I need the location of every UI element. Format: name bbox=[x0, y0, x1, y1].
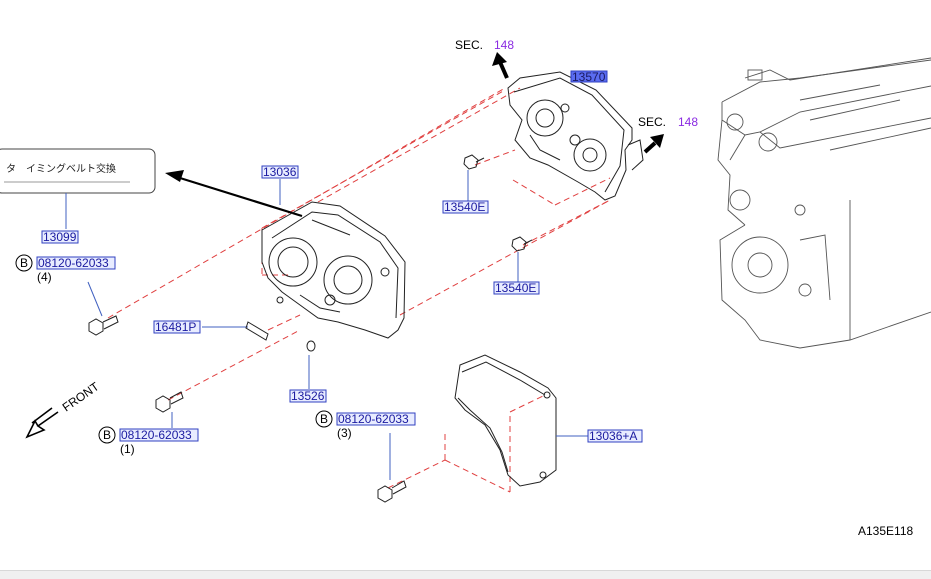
bolt-qty: (1) bbox=[120, 442, 135, 456]
note-box[interactable]: タ イミングベルト交換 bbox=[0, 148, 156, 194]
bolt-marker: B bbox=[320, 412, 328, 426]
pointer-arrow-icon bbox=[165, 170, 303, 218]
pin-16481p-drawing bbox=[245, 321, 269, 341]
note-box-text: タ イミングベルト交換 bbox=[6, 162, 116, 175]
part-label-13036[interactable]: 13036 bbox=[261, 165, 299, 179]
rear-timing-plate-drawing bbox=[507, 71, 644, 201]
arrow-up-icon bbox=[492, 52, 509, 79]
bottom-scrollbar-strip[interactable] bbox=[0, 570, 931, 579]
front-label: FRONT bbox=[60, 379, 102, 415]
bolt-qty: (3) bbox=[337, 426, 352, 440]
bolt-13540e-lower-drawing bbox=[511, 236, 533, 252]
front-timing-cover-drawing bbox=[261, 201, 406, 339]
phantom-lines bbox=[107, 87, 611, 493]
part-label-13540e-upper[interactable]: 13540E bbox=[442, 200, 489, 214]
part-label-13570[interactable]: 13570 bbox=[570, 70, 608, 84]
section-prefix: SEC. bbox=[638, 115, 666, 129]
bolt-b4-drawing bbox=[88, 315, 119, 336]
bolt-label-b3[interactable]: B 08120-62033 (3) bbox=[315, 410, 416, 440]
part-number-text: 13540E bbox=[495, 281, 536, 295]
part-number-text: 08120-62033 bbox=[338, 412, 409, 426]
front-indicator: FRONT bbox=[25, 379, 102, 439]
arrow-right-icon bbox=[643, 134, 664, 154]
section-ref-right[interactable]: SEC. 148 bbox=[638, 115, 698, 129]
bolt-qty: (4) bbox=[37, 270, 52, 284]
section-number: 148 bbox=[494, 38, 514, 52]
engine-block-drawing bbox=[717, 57, 931, 349]
part-number-text: 13036+A bbox=[589, 429, 637, 443]
part-number-text: 08120-62033 bbox=[38, 256, 109, 270]
bolt-b1-drawing bbox=[155, 391, 184, 413]
lower-cover-drawing bbox=[454, 354, 557, 487]
part-number-text: 13099 bbox=[43, 230, 77, 244]
part-label-13099[interactable]: 13099 bbox=[41, 230, 79, 244]
part-label-13540e-lower[interactable]: 13540E bbox=[493, 281, 540, 295]
bolt-b3-drawing bbox=[377, 480, 407, 503]
part-number-text: 13526 bbox=[291, 389, 325, 403]
part-number-text: 13540E bbox=[444, 200, 485, 214]
part-number-text: 08120-62033 bbox=[121, 428, 192, 442]
part-label-13526[interactable]: 13526 bbox=[289, 389, 327, 403]
bolt-13540e-upper-drawing bbox=[463, 154, 485, 170]
leader-bolt-b4 bbox=[87, 281, 103, 317]
arrow-front-icon bbox=[25, 407, 59, 439]
bolt-marker: B bbox=[20, 256, 28, 270]
section-number: 148 bbox=[678, 115, 698, 129]
bolt-marker: B bbox=[103, 428, 111, 442]
bolt-label-b4[interactable]: B 08120-62033 (4) bbox=[15, 254, 116, 284]
part-number-text: 16481P bbox=[155, 320, 196, 334]
part-label-16481p[interactable]: 16481P bbox=[153, 320, 201, 334]
section-ref-top[interactable]: SEC. 148 bbox=[455, 38, 514, 52]
bolt-label-b1[interactable]: B 08120-62033 (1) bbox=[98, 426, 199, 456]
diagram-id: A135E118 bbox=[858, 524, 913, 538]
part-number-text: 13036 bbox=[263, 165, 297, 179]
dowel-13526-drawing bbox=[306, 340, 316, 352]
part-label-13036a[interactable]: 13036+A bbox=[587, 429, 643, 443]
section-prefix: SEC. bbox=[455, 38, 483, 52]
part-number-text: 13570 bbox=[572, 70, 606, 84]
